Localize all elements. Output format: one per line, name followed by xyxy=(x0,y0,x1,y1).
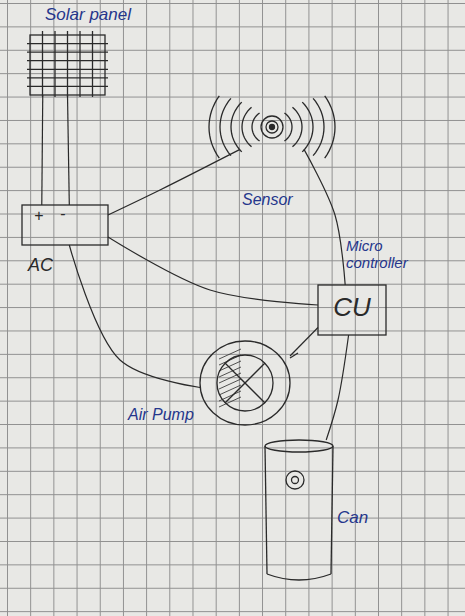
can-drawing xyxy=(265,440,333,580)
wire xyxy=(108,237,318,305)
panel-drawing xyxy=(27,31,108,97)
wire xyxy=(68,95,70,205)
wire xyxy=(304,149,345,285)
can: Can xyxy=(265,440,333,580)
sensor-outline xyxy=(240,95,304,159)
part-label: Micro controller xyxy=(346,237,426,272)
part-text: AC xyxy=(28,255,53,276)
sensor: Sensor xyxy=(240,95,304,159)
fan-outline xyxy=(200,338,290,428)
air-pump: Air Pump xyxy=(200,338,290,428)
wire xyxy=(108,149,240,215)
part-label: Sensor xyxy=(242,191,293,209)
sensor-drawing xyxy=(209,96,335,158)
part-label: Solar panel xyxy=(45,5,131,25)
solar-panel: Solar panel xyxy=(30,35,105,95)
wire xyxy=(69,245,200,388)
part-text: CU xyxy=(318,293,386,323)
part-label: Can xyxy=(337,508,368,528)
box-drawing xyxy=(318,285,386,335)
battery: +-AC xyxy=(22,205,108,245)
can-outline xyxy=(265,440,333,580)
wire xyxy=(326,335,348,440)
panel-outline xyxy=(30,35,105,95)
wire xyxy=(290,328,318,357)
fan-drawing xyxy=(200,341,298,425)
box-drawing xyxy=(22,205,108,245)
wire xyxy=(41,95,43,205)
part-label: Air Pump xyxy=(128,406,194,424)
microcontroller: Micro controllerCU xyxy=(318,285,386,335)
part-label: + xyxy=(34,207,43,225)
part-text: - xyxy=(60,205,65,223)
